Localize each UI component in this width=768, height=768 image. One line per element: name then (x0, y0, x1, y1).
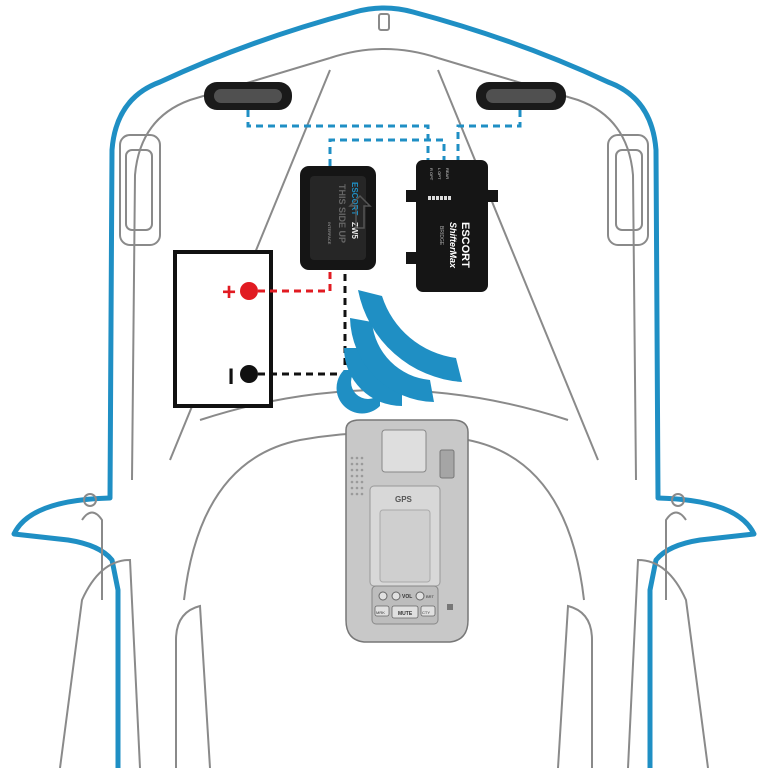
shiftermax-port-rear: REAR (445, 168, 450, 179)
shiftermax-bridge-module: R OPT L OPT REAR ESCORT ShifterMax BRIDG… (406, 160, 498, 292)
speaker-grille (350, 456, 364, 496)
negative-terminal-icon (240, 365, 258, 383)
zw5-model: ZW5 (350, 222, 359, 239)
detector-buttons: VOL BRT MRK MUTE CTY (374, 591, 436, 619)
shiftermax-sub: BRIDGE (438, 226, 444, 246)
vol-plus-button[interactable] (415, 591, 425, 601)
power-source-box: + I (173, 250, 273, 408)
zw5-interface-module: ESCORT ZW5 THIS SIDE UP INTERFACE (300, 166, 376, 270)
laser-shifter-right (476, 82, 566, 110)
brt-button-label[interactable]: BRT (426, 594, 434, 599)
shiftermax-model: ShifterMax (448, 222, 458, 269)
up-arrow-icon (348, 194, 372, 229)
mute-label: MUTE (398, 611, 413, 617)
positive-terminal-symbol: + (222, 279, 236, 306)
zw5-sub: INTERFACE (327, 222, 332, 245)
cty-button[interactable] (420, 605, 436, 617)
shiftermax-port-r: R OPT (429, 168, 434, 181)
wifi-signal-icon (336, 290, 462, 414)
shiftermax-brand: ESCORT (459, 222, 471, 268)
negative-terminal-symbol: I (228, 364, 234, 389)
cty-button-label: CTY (422, 610, 430, 615)
power-button-icon[interactable] (378, 591, 388, 601)
radar-detector: GPS VOL BRT MRK MUTE CTY (345, 419, 469, 643)
mrk-button-label: MRK (376, 610, 385, 615)
port-connectors (428, 196, 451, 200)
vol-label: VOL (402, 594, 412, 600)
laser-shifter-left (204, 82, 292, 110)
gps-label: GPS (395, 495, 413, 504)
zw5-orientation: THIS SIDE UP (337, 184, 347, 243)
car-body-outline (11, 5, 757, 768)
mrk-button[interactable] (374, 605, 390, 617)
shifter-wiring (246, 110, 522, 166)
positive-wire (258, 270, 332, 293)
detector-sensor (439, 449, 455, 479)
zw5-brand: ESCORT (350, 182, 359, 215)
detector-display (381, 429, 427, 473)
detector-indicator (447, 604, 453, 610)
vol-minus-button[interactable] (391, 591, 401, 601)
positive-terminal-icon (240, 282, 258, 300)
mute-button[interactable] (391, 605, 419, 619)
shiftermax-port-l: L OPT (437, 168, 442, 180)
